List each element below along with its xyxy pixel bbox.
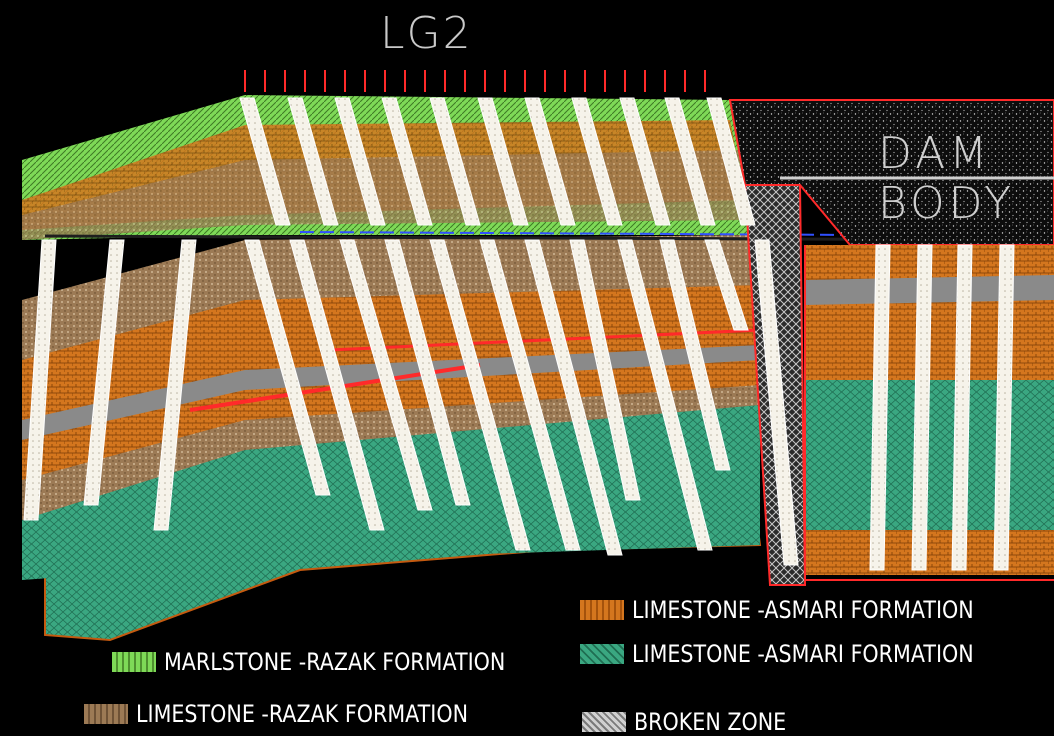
survey-marks	[244, 70, 706, 92]
legend-item-limestone-razak: LIMESTONE -RAZAK FORMATION	[84, 700, 522, 728]
legend-item-broken-zone: BROKEN ZONE	[582, 708, 811, 736]
dam-label-line2: BODY	[878, 178, 1016, 229]
boreholes-upper	[239, 97, 756, 226]
right-block-outline	[804, 245, 1054, 581]
legend-label: LIMESTONE -ASMARI FORMATION	[632, 640, 974, 668]
layer-grey-band-1	[22, 345, 760, 440]
legend-swatch-brown	[84, 704, 128, 724]
legend-swatch-green	[580, 644, 624, 664]
legend-item-limestone-asmari-green: LIMESTONE -ASMARI FORMATION	[580, 640, 1029, 668]
right-orange-bottom	[805, 530, 1054, 575]
legend-label: LIMESTONE -ASMARI FORMATION	[632, 596, 974, 624]
legend-swatch-orange	[580, 600, 624, 620]
legend-label: MARLSTONE -RAZAK FORMATION	[164, 648, 506, 676]
drawing-title: LG2	[380, 8, 473, 59]
legend-label: LIMESTONE -RAZAK FORMATION	[136, 700, 469, 728]
boreholes-lower	[23, 239, 1015, 571]
legend-swatch-broken	[582, 712, 626, 732]
right-green	[805, 380, 1054, 530]
legend-item-marlstone-razak: MARLSTONE -RAZAK FORMATION	[112, 648, 561, 676]
legend-label: BROKEN ZONE	[634, 708, 787, 736]
dam-label-line1: DAM	[878, 128, 992, 179]
legend-swatch-lightgreen	[112, 652, 156, 672]
legend-item-limestone-asmari-orange: LIMESTONE -ASMARI FORMATION	[580, 596, 1029, 624]
